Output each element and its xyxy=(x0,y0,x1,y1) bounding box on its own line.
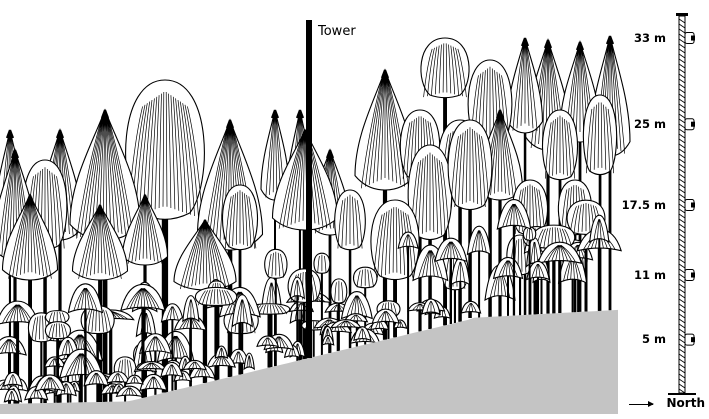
tree-crown xyxy=(583,95,616,175)
crown-tip xyxy=(57,130,63,139)
tree-trunk xyxy=(529,235,531,315)
crown-tip xyxy=(522,38,528,47)
tree-trunk xyxy=(507,270,509,316)
crown-tip xyxy=(382,70,388,79)
tree-trunk xyxy=(171,315,173,391)
tree-trunk xyxy=(84,301,86,402)
tree-trunk xyxy=(450,252,452,324)
sensor-icon xyxy=(685,119,695,130)
tree-trunk xyxy=(214,298,217,380)
crown-tip xyxy=(545,40,551,49)
height-label-11m: 11 m xyxy=(634,268,666,282)
tower-mast xyxy=(306,20,312,358)
height-label-33m: 33 m xyxy=(634,31,666,45)
crown-tip xyxy=(607,36,613,45)
tree-crown xyxy=(461,301,480,313)
scale-top-cap xyxy=(676,13,688,16)
tower-label: Tower xyxy=(318,24,356,39)
crown-tip xyxy=(272,110,278,119)
crown-tip xyxy=(7,130,13,139)
sensor-icon xyxy=(685,33,695,44)
tree-trunk xyxy=(558,255,561,313)
crown-tip xyxy=(327,150,333,159)
north-arrow-icon xyxy=(629,404,653,405)
crown-tip xyxy=(102,110,108,119)
sensor-icon xyxy=(685,200,695,211)
crown-tip xyxy=(227,120,233,129)
height-scale-tower xyxy=(668,13,696,395)
north-label: North xyxy=(667,396,705,410)
height-label-25m: 25 m xyxy=(634,117,666,131)
crown-tip xyxy=(577,42,583,51)
tree-trunk xyxy=(313,326,315,357)
sensor-icon xyxy=(685,270,695,281)
sensor-icon xyxy=(685,334,695,345)
tree-trunk xyxy=(537,272,539,314)
tree-trunk xyxy=(513,217,515,315)
crown-tip xyxy=(297,110,303,119)
scale-base xyxy=(668,393,696,395)
tree-trunk xyxy=(407,242,409,334)
height-label-17-5m: 17.5 m xyxy=(622,198,666,212)
height-label-5m: 5 m xyxy=(642,332,666,346)
tree-trunk xyxy=(598,231,600,311)
